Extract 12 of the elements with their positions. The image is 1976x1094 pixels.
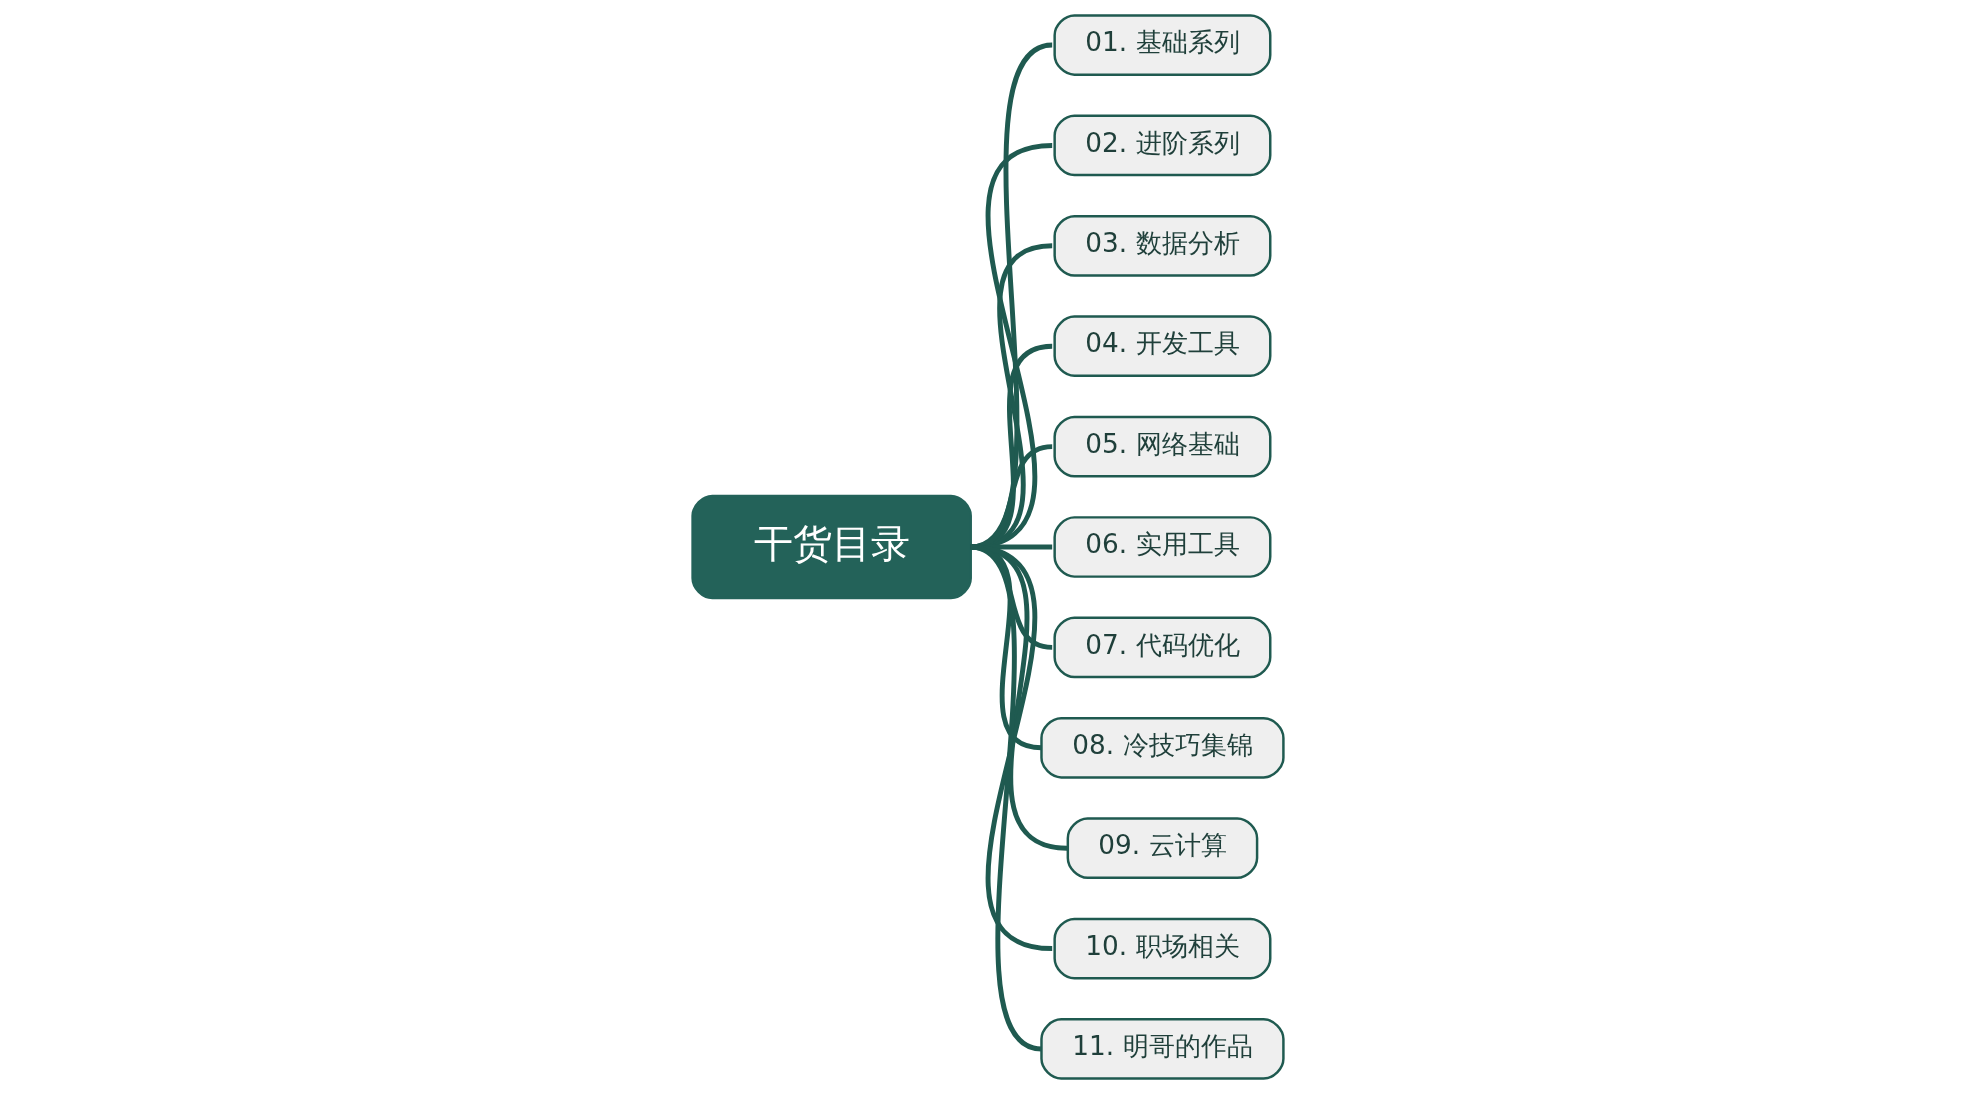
node-box: 04. 开发工具 (1053, 315, 1272, 378)
node-box: 10. 职场相关 (1053, 917, 1272, 980)
node-box: 08. 冷技巧集锦 (1040, 716, 1285, 779)
node-box: 07. 代码优化 (1053, 616, 1272, 679)
node-box: 03. 数据分析 (1053, 214, 1272, 277)
node-box: 05. 网络基础 (1053, 415, 1272, 478)
node-box: 09. 云计算 (1066, 817, 1259, 880)
node-box: 01. 基础系列 (1053, 14, 1272, 76)
node-box: 干货目录 (691, 494, 972, 600)
node-box: 06. 实用工具 (1053, 516, 1272, 578)
node-box: 02. 进阶系列 (1053, 114, 1272, 177)
node-box: 11. 明哥的作品 (1040, 1018, 1285, 1080)
